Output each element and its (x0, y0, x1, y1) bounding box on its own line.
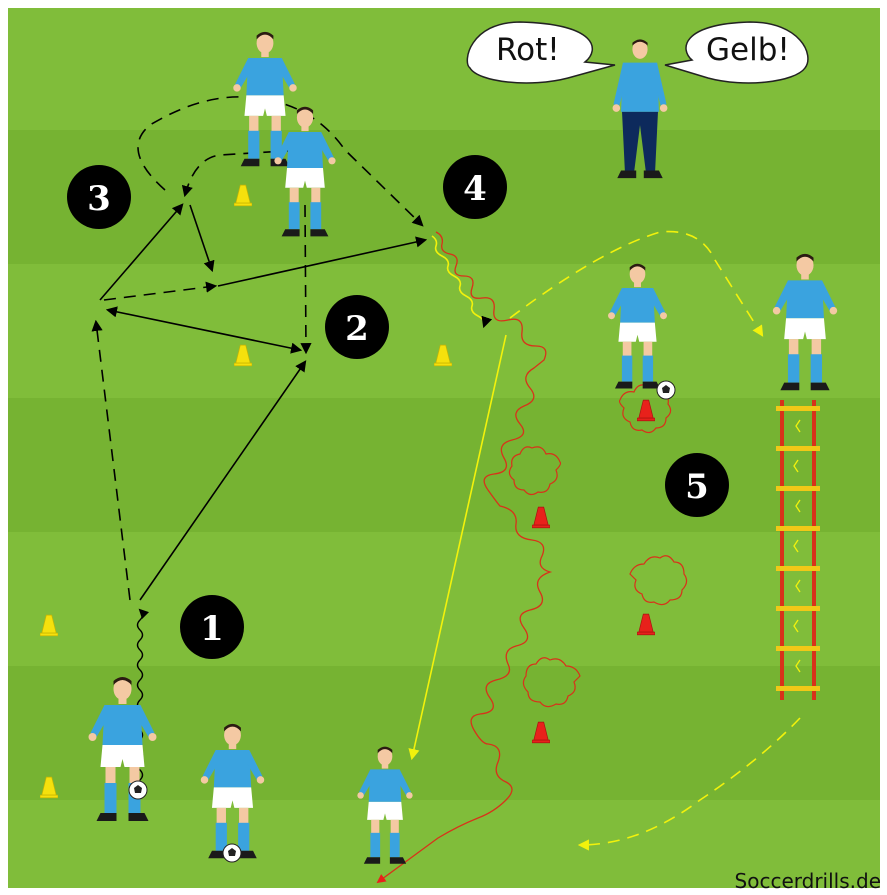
station-label-1: 1 (200, 609, 224, 649)
yellow-paths (408, 230, 801, 851)
run-loop-top (137, 96, 424, 227)
run-loop-inner (181, 149, 301, 198)
station-label-4: 4 (463, 169, 487, 209)
ball (222, 843, 242, 863)
run-2-down (300, 204, 312, 355)
station-label-3: 3 (87, 179, 111, 219)
red-loops (508, 384, 688, 708)
speech-bubble-right: Gelb! (664, 21, 809, 84)
station-badge-4: 4 (443, 155, 507, 219)
station-badge-5: 5 (665, 453, 729, 517)
coach-call-left: Rot! (496, 32, 560, 68)
pass-2-to-3 (105, 306, 303, 354)
yellow-dribble-4 (431, 235, 493, 329)
station-label-2: 2 (345, 309, 369, 349)
speech-bubble-left: Rot! (466, 21, 616, 84)
station-badge-2: 2 (325, 295, 389, 359)
pitch (8, 8, 880, 888)
yellow-run-bottom (577, 717, 801, 851)
yellow-run-top (509, 230, 764, 337)
run-1-up (91, 319, 131, 601)
red-dribble-path (376, 231, 553, 884)
passing-lines (99, 203, 428, 601)
agility-ladder (776, 400, 820, 700)
pass-to-4 (217, 236, 428, 287)
pass-1-to-2 (139, 360, 307, 601)
ball (656, 380, 676, 400)
station-label-5: 5 (685, 467, 709, 507)
coach-call-right: Gelb! (706, 32, 790, 68)
ball (128, 780, 148, 800)
station-badge-3: 3 (67, 165, 131, 229)
watermark: Soccerdrills.de (734, 869, 881, 893)
run-lines (91, 96, 424, 601)
pass-3-up (99, 203, 184, 301)
pass-3-down (189, 204, 215, 273)
station-badge-1: 1 (180, 595, 244, 659)
yellow-pass-down (408, 334, 507, 761)
